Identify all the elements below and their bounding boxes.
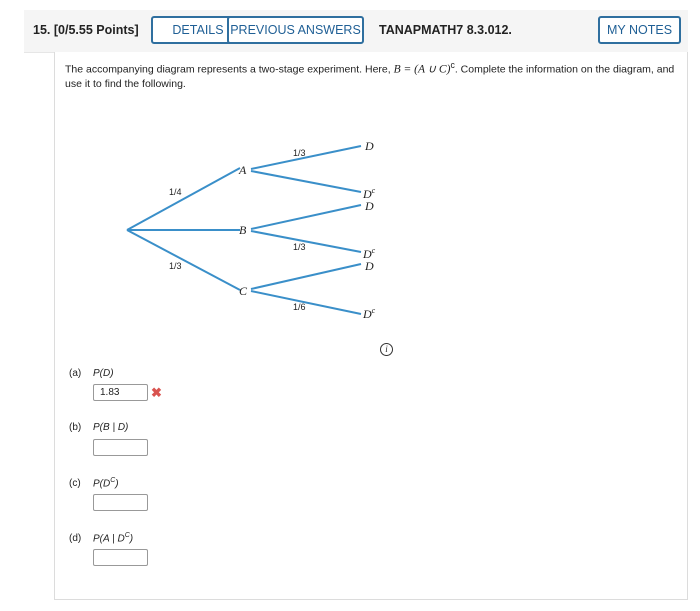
node-a: A [238,163,247,177]
prob-a: 1/4 [169,187,182,197]
problem-code: TANAPMATH7 8.3.012. [379,23,512,37]
outcome-d-1: D [364,139,374,153]
answer-c-field[interactable] [93,494,148,511]
prob-c: 1/3 [169,261,182,271]
info-icon[interactable]: i [380,343,393,356]
prob-c-dc: 1/6 [293,302,306,312]
branch-b-dc [250,230,362,253]
outcome-d-3: D [364,259,374,273]
my-notes-button[interactable]: MY NOTES [598,16,681,44]
answer-d-field[interactable] [93,549,148,566]
branch-a-d [250,145,362,170]
tree-diagram: A B C D Dc D Dc D Dc 1/4 1/3 1/3 1/3 1/6 [126,139,376,321]
prob-a-d: 1/3 [293,148,306,158]
outcome-dc-1: Dc [362,186,376,201]
outcome-dc-2: Dc [362,246,376,261]
branch-to-c [126,229,241,291]
question-number: 15. [0/5.55 Points] [33,23,139,37]
part-b-label: (b)P(B | D) [69,422,129,433]
outcome-d-2: D [364,199,374,213]
branch-b-d [250,204,362,230]
question-text: The accompanying diagram represents a tw… [65,60,675,90]
node-c: C [239,284,248,298]
outcome-dc-3: Dc [362,306,376,321]
prob-b-dc: 1/3 [293,242,306,252]
answer-a-field[interactable]: 1.83 [93,384,148,401]
branch-to-a [126,167,241,231]
branch-c-dc [250,290,362,315]
branch-c-d [250,263,362,290]
part-c-label: (c)P(DC) [69,477,119,490]
node-b: B [239,223,247,237]
incorrect-icon: ✖ [151,385,162,400]
points-label: [0/5.55 Points] [53,23,139,37]
part-d-label: (d)P(A | DC) [69,532,134,545]
answer-b-field[interactable] [93,439,148,456]
question-body: The accompanying diagram represents a tw… [54,52,688,600]
question-header: 15. [0/5.55 Points] DETAILS PREVIOUS ANS… [24,10,688,53]
part-a-label: (a)P(D) [69,368,114,379]
branch-a-dc [250,170,362,193]
previous-answers-button[interactable]: PREVIOUS ANSWERS [227,16,364,44]
